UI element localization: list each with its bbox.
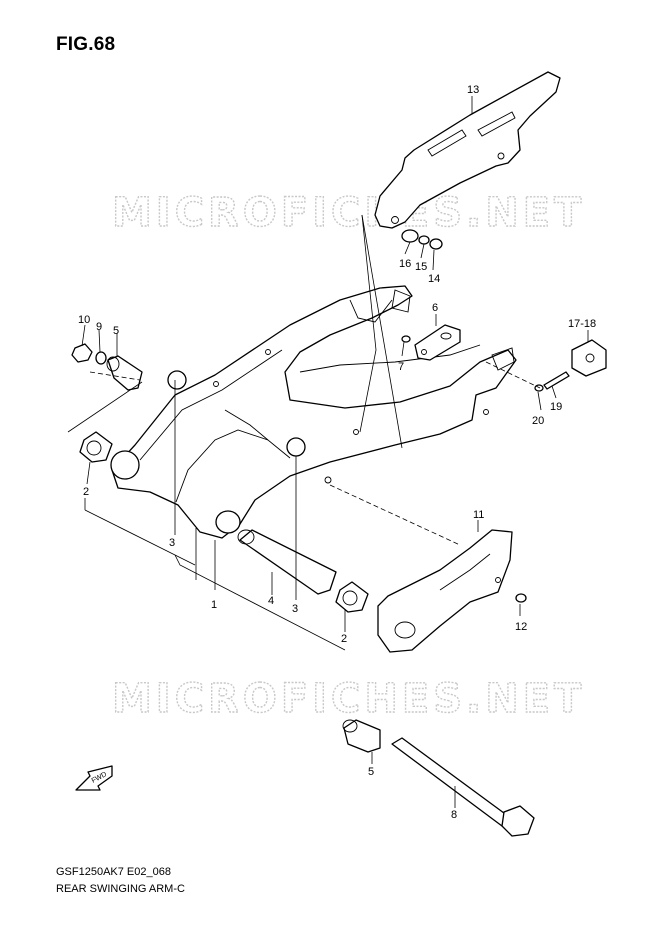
callout-5-upper: 5 [113, 325, 119, 337]
bolt-12 [515, 593, 527, 603]
footer-model-code: GSF1250AK7 E02_068 [56, 866, 171, 878]
nut-20 [534, 384, 544, 392]
adjuster-17-18 [571, 339, 607, 377]
adjust-bolt-19 [543, 371, 570, 390]
callout-7: 7 [398, 361, 404, 373]
callout-10: 10 [78, 314, 90, 326]
forward-arrow-icon: FWD [75, 765, 113, 791]
callout-8: 8 [451, 809, 457, 821]
callout-11: 11 [473, 509, 484, 521]
callout-9: 9 [96, 321, 102, 333]
callout-13: 13 [467, 84, 479, 96]
plate-6 [414, 324, 461, 361]
collar-15 [418, 235, 430, 245]
nut-10 [71, 343, 93, 363]
watermark-bottom: MICROFICHES.NET [112, 676, 585, 722]
callout-5-lower: 5 [368, 766, 374, 778]
pipe-4 [237, 529, 337, 595]
figure-title: FIG.68 [56, 34, 116, 55]
callout-17-18: 17-18 [568, 318, 596, 330]
watermark-top: MICROFICHES.NET [112, 190, 585, 236]
swinging-arm-1 [110, 285, 517, 539]
bolt-14 [429, 238, 443, 250]
bearing-2-right [335, 581, 369, 613]
callout-16: 16 [399, 258, 411, 270]
pivot-shaft-8 [391, 737, 535, 837]
washer-16 [401, 229, 419, 243]
callout-2-left: 2 [83, 486, 89, 498]
chain-cover-13 [374, 71, 561, 229]
callout-19: 19 [550, 401, 562, 413]
callout-15: 15 [415, 261, 427, 273]
footer-section-title: REAR SWINGING ARM-C [56, 883, 185, 895]
callout-12: 12 [515, 621, 527, 633]
callout-20: 20 [532, 415, 544, 427]
callout-1: 1 [211, 599, 217, 611]
callout-4: 4 [268, 595, 274, 607]
callout-6: 6 [432, 302, 438, 314]
bushing-3-right [286, 437, 306, 457]
callout-3-left: 3 [169, 537, 175, 549]
bearing-2-left [79, 431, 113, 463]
spacer-5-lower [342, 719, 381, 753]
callout-3-right: 3 [292, 603, 298, 615]
washer-9 [95, 351, 107, 365]
bolt-7 [401, 335, 411, 343]
bushing-3-left [167, 370, 187, 390]
spacer-5-upper [106, 355, 143, 391]
callout-2-right: 2 [341, 633, 347, 645]
callout-14: 14 [428, 273, 440, 285]
chain-guide-11 [377, 529, 513, 653]
